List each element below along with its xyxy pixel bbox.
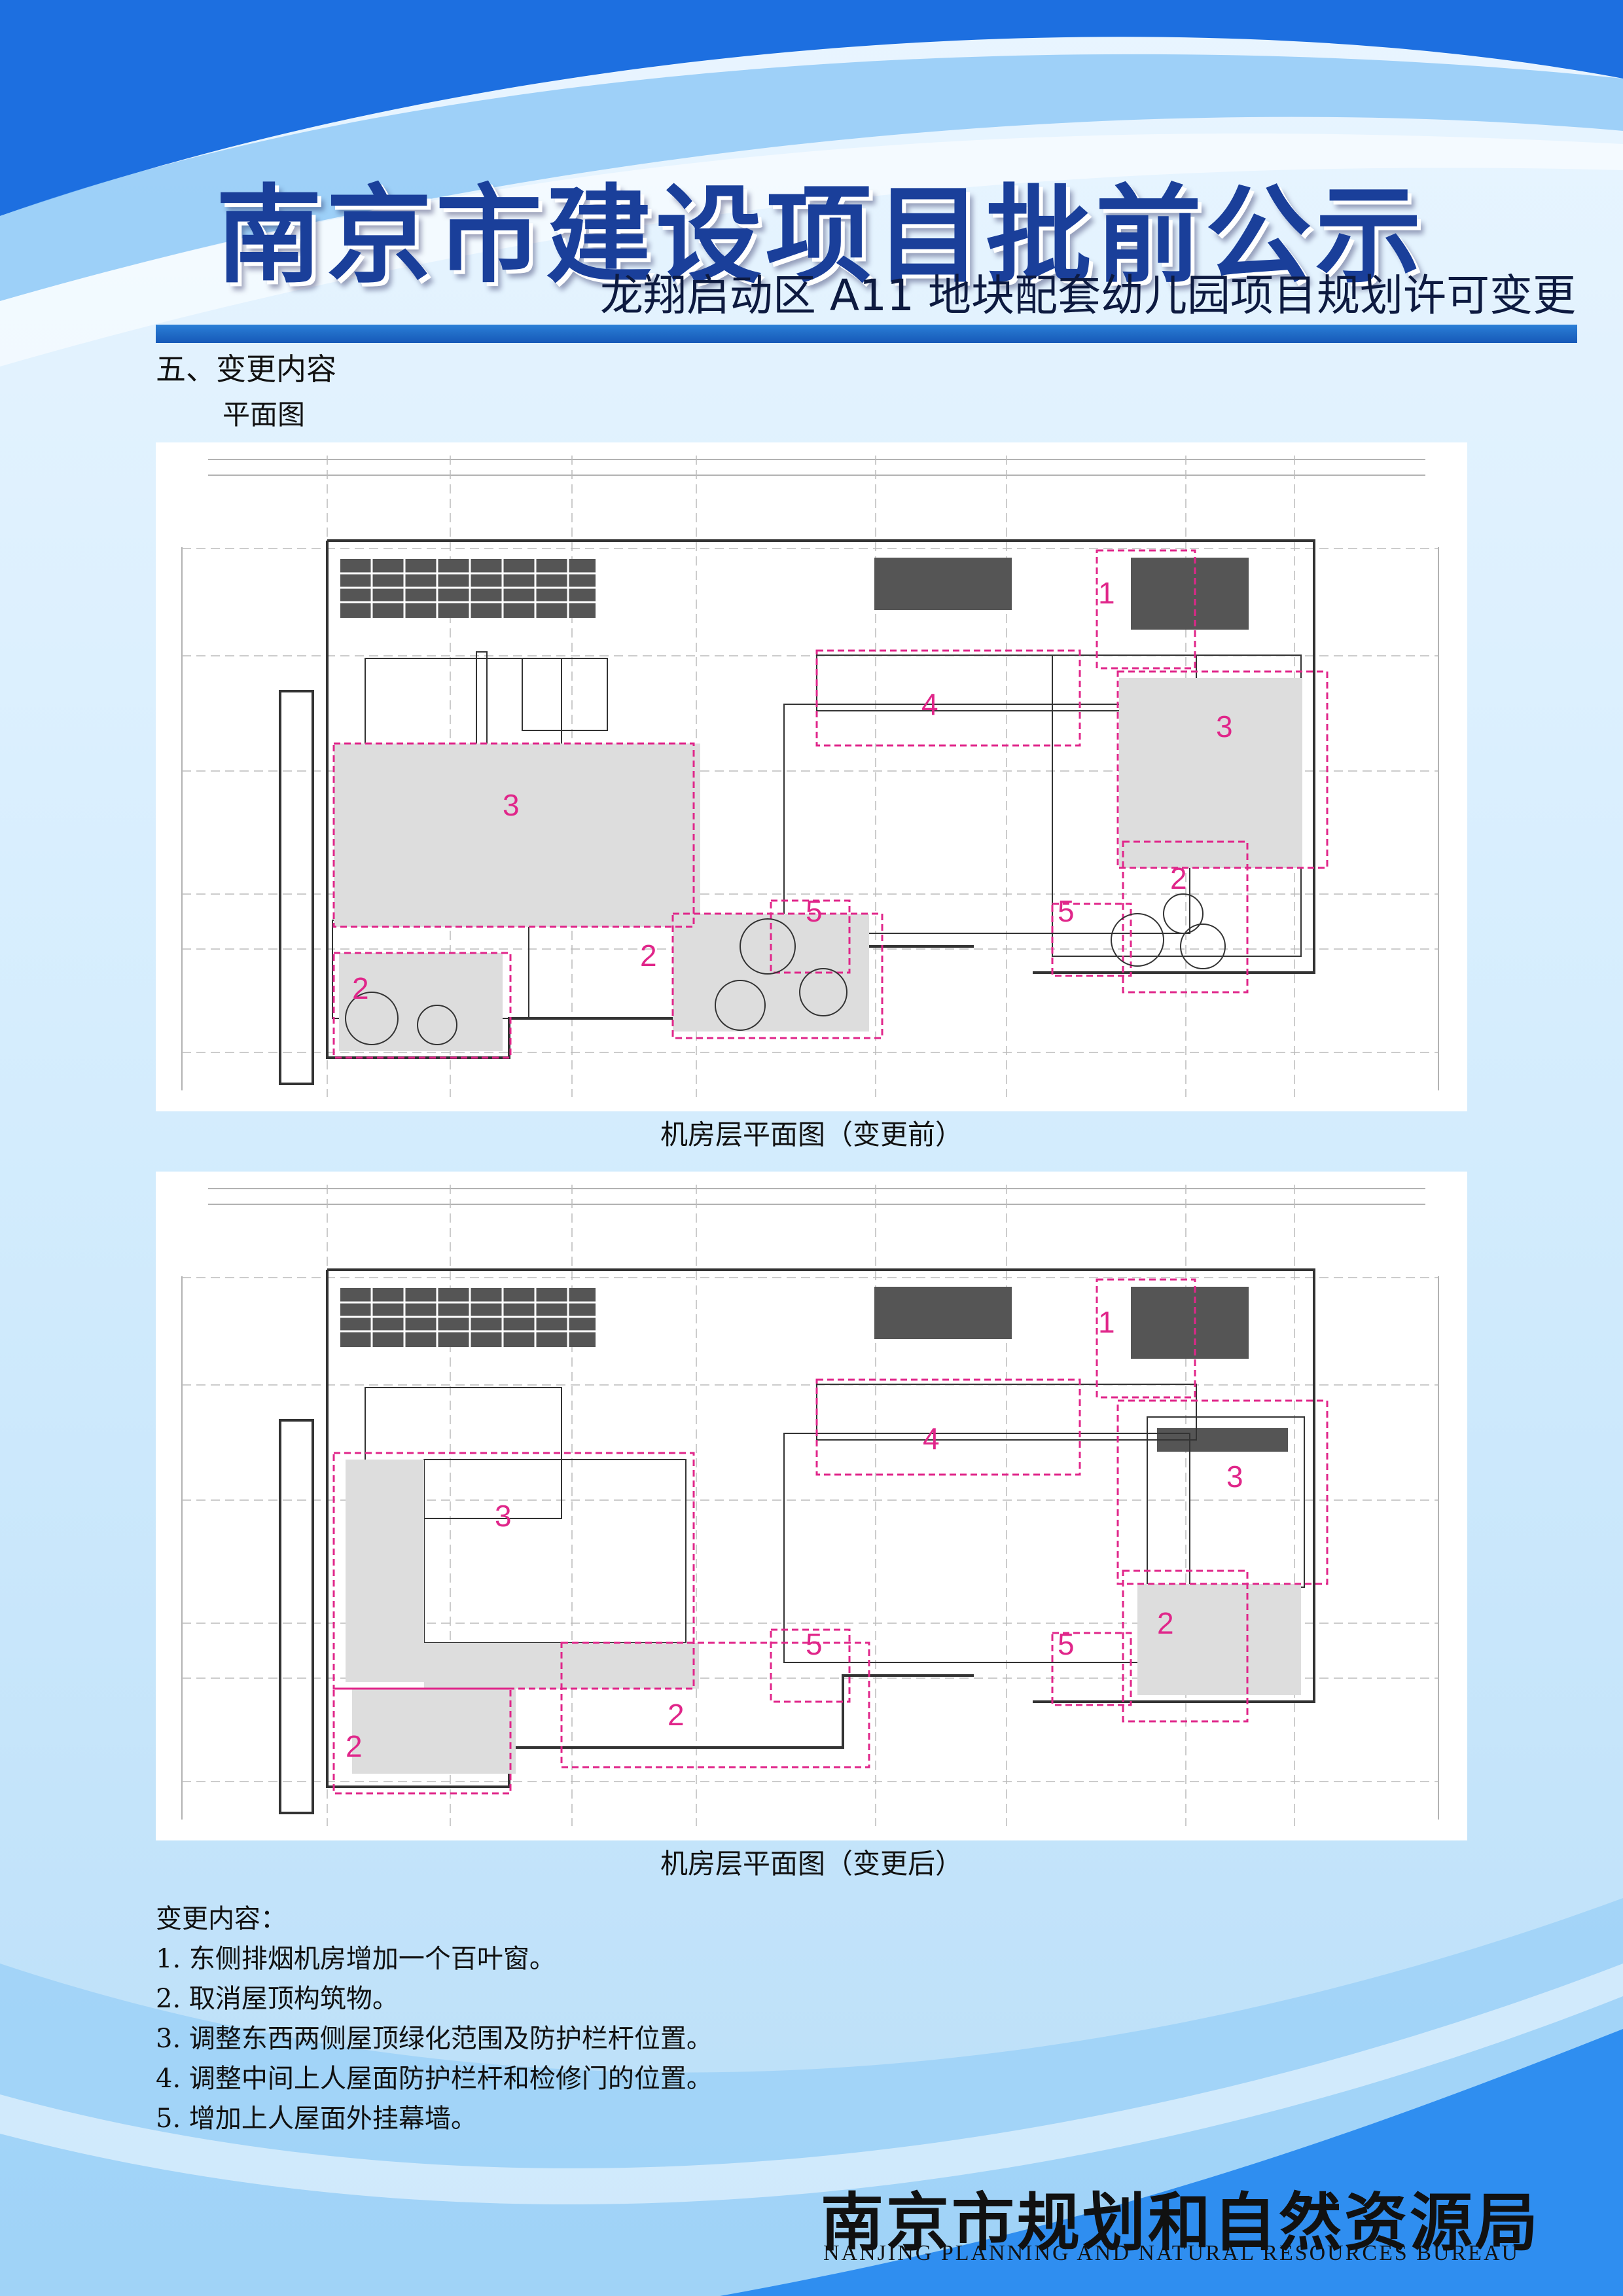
zone-label: 2	[640, 939, 657, 973]
section-heading: 五、变更内容	[156, 351, 336, 387]
zone-label: 1	[1098, 576, 1115, 610]
zone-label: 2	[352, 971, 369, 1005]
zone-label: 5	[806, 1627, 823, 1661]
change-item: 1. 东侧排烟机房增加一个百叶窗。	[156, 1944, 556, 1974]
zone-label: 5	[806, 894, 823, 928]
change-list-heading: 变更内容：	[156, 1904, 287, 1934]
plan-subheading: 平面图	[223, 399, 306, 431]
page-title: 南京市建设项目批前公示	[216, 173, 1425, 298]
zone-label: 5	[1058, 1627, 1075, 1661]
project-subtitle: 龙翔启动区 A11 地块配套幼儿园项目规划许可变更	[599, 270, 1576, 321]
bureau-name-cn: 南京市规划和自然资源局	[821, 2185, 1541, 2259]
floor-plan-after: 1 2 2 2 3 3 4 5 5	[156, 1172, 1467, 1840]
zone-label: 2	[1170, 861, 1187, 895]
zone-label: 4	[921, 687, 938, 721]
floor-plan-before: 1 2 2 2 3 3 4 5 5	[156, 442, 1467, 1111]
zone-label: 3	[503, 788, 520, 822]
zone-label: 2	[346, 1729, 363, 1763]
change-item: 3. 调整东西两侧屋顶绿化范围及防护栏杆位置。	[156, 2024, 713, 2054]
zone-label: 3	[1226, 1460, 1243, 1494]
header-rule	[156, 325, 1577, 343]
change-item: 4. 调整中间上人屋面防护栏杆和检修门的位置。	[156, 2064, 713, 2094]
zone-label: 2	[668, 1698, 685, 1732]
bureau-name-en: NANJING PLANNING AND NATURAL RESOURCES B…	[823, 2241, 1520, 2265]
zone-label: 3	[1216, 709, 1233, 744]
change-list: 变更内容： 1. 东侧排烟机房增加一个百叶窗。 2. 取消屋顶构筑物。 3. 调…	[156, 1899, 713, 2139]
floor-plan-after-drawing: 1 2 2 2 3 3 4 5 5	[181, 1185, 1439, 1826]
caption-after: 机房层平面图（变更后）	[660, 1848, 963, 1880]
floor-plan-before-drawing: 1 2 2 2 3 3 4 5 5	[181, 456, 1439, 1097]
zone-label: 1	[1098, 1305, 1115, 1339]
zone-label: 4	[923, 1422, 940, 1456]
change-item: 2. 取消屋顶构筑物。	[156, 1984, 399, 2014]
zone-label: 3	[495, 1499, 512, 1533]
caption-before: 机房层平面图（变更前）	[660, 1119, 963, 1151]
change-item: 5. 增加上人屋面外挂幕墙。	[156, 2104, 477, 2134]
zone-label: 2	[1157, 1606, 1174, 1640]
zone-label: 5	[1058, 894, 1075, 928]
